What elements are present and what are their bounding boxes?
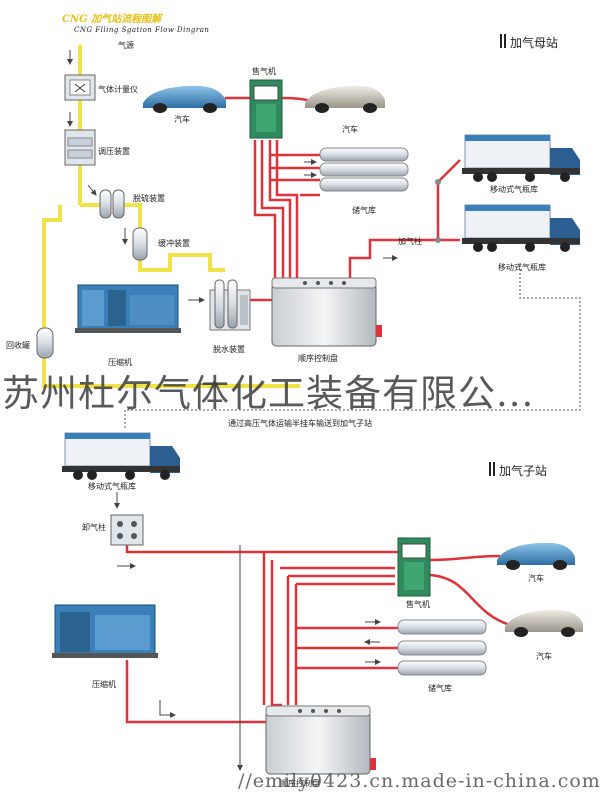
compressor-device-sub <box>52 604 158 658</box>
trailer-truck-1 <box>462 134 580 182</box>
label-pressure-regulator: 调压装置 <box>98 147 130 156</box>
label-car-top-sub: 汽车 <box>528 574 544 583</box>
label-car-right-mother: 汽车 <box>342 125 358 134</box>
sequence-control-panel-sub <box>265 705 376 775</box>
red-pressure-lines-sub <box>125 540 511 724</box>
compressor-device-mother <box>75 284 181 333</box>
label-dispenser-mother: 售气机 <box>252 67 276 76</box>
diagram-title: CNG 加气站流程图解 <box>62 14 162 25</box>
label-storage-mother: 储气库 <box>352 206 376 215</box>
label-unload-post: 卸气柱 <box>82 523 106 532</box>
dashed-transfer-route <box>124 265 581 430</box>
gas-post-nodes <box>435 179 441 243</box>
sequence-control-panel-mother <box>271 277 382 347</box>
label-gas-source: 气源 <box>118 41 134 50</box>
label-desulfurizer: 脱硫装置 <box>133 194 165 203</box>
watermark-company: 苏州杜尔气体化工装备有限公... <box>2 372 535 415</box>
label-dehydrator: 脱水装置 <box>213 345 245 354</box>
label-trailer-1: 移动式气瓶库 <box>490 185 538 194</box>
pressure-regulator-device <box>64 129 96 166</box>
flow-arrows-mother <box>67 50 398 387</box>
car-silver-sub <box>505 609 583 637</box>
label-compressor-mother: 压缩机 <box>108 358 132 367</box>
dispenser-sub <box>397 537 431 597</box>
car-blue-mother <box>143 85 226 113</box>
label-trailer-2: 移动式气瓶库 <box>498 263 546 272</box>
section-marker-bars <box>489 34 506 476</box>
label-transfer-note: 通过高压气体运输半挂车输送到加气子站 <box>228 419 372 428</box>
label-sequence-panel-sub: 顺序控制盘 <box>280 779 320 788</box>
flow-arrows-sub <box>114 492 381 771</box>
desulfurizer-device <box>99 189 125 219</box>
dispenser-mother <box>249 79 283 139</box>
unload-post-device <box>110 514 144 546</box>
section-title-mother: 加气母站 <box>510 36 559 50</box>
label-sequence-panel-mother: 顺序控制盘 <box>298 354 338 363</box>
storage-cylinders-sub <box>397 619 487 676</box>
label-car-bottom-sub: 汽车 <box>536 652 552 661</box>
dehydrator-device <box>209 279 251 331</box>
storage-cylinders-mother <box>319 147 409 192</box>
red-pressure-lines-mother <box>225 96 461 302</box>
trailer-truck-2 <box>462 204 580 252</box>
footer-url-watermark: //emily0423.cn.made-in-china.com <box>238 770 601 792</box>
label-trailer-sub: 移动式气瓶库 <box>88 482 136 491</box>
trailer-truck-sub <box>62 432 180 480</box>
label-gas-post: 加气柱 <box>398 237 422 246</box>
car-silver-mother <box>305 85 385 113</box>
label-storage-sub: 储气库 <box>428 684 452 693</box>
recovery-tank-device <box>36 327 54 359</box>
car-blue-sub <box>497 542 575 570</box>
gas-meter-device <box>64 74 96 101</box>
label-gas-meter: 气体计量仪 <box>98 85 138 94</box>
label-car-left-mother: 汽车 <box>174 115 190 124</box>
label-recovery-tank: 回收罐 <box>6 341 30 350</box>
label-buffer: 缓冲装置 <box>158 239 190 248</box>
section-title-sub: 加气子站 <box>499 464 548 478</box>
diagram-subtitle: CNG Flling Sgation Flow Dingran <box>74 26 210 34</box>
buffer-device <box>132 227 148 261</box>
label-dispenser-sub: 售气机 <box>406 600 430 609</box>
label-compressor-sub: 压缩机 <box>92 680 116 689</box>
